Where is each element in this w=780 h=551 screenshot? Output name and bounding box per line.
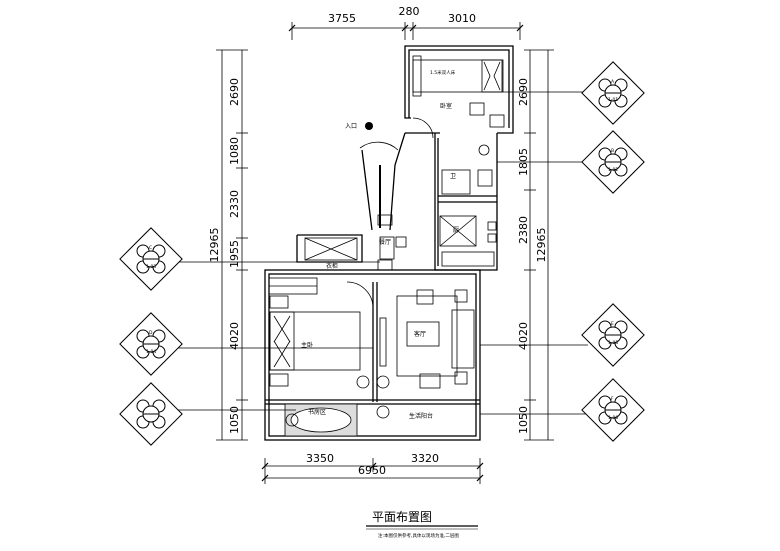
marker-label-b: B (611, 148, 614, 154)
dim-right-total: 12965 (535, 228, 548, 263)
dim-right-5: 1050 (517, 406, 530, 434)
drawing-subtitle: 注:本图仅供参考,具体以现场为准,二层图 (378, 532, 459, 539)
label-bed-top: 1.5米双人床 (430, 69, 456, 76)
marker-label-c: C (149, 245, 152, 251)
dim-left-6: 1050 (228, 406, 241, 434)
dim-right-4: 4020 (517, 322, 530, 350)
label-bedroom-main: 主卧 (301, 341, 313, 349)
dimension-ticks (261, 24, 524, 482)
marker-sub-d: 1-04 (146, 349, 156, 355)
elevation-marker-icon (581, 61, 645, 125)
entrance-arrow-icon (365, 122, 373, 130)
marker-sub-b: 1-02 (608, 167, 618, 173)
label-entrance: 入口 (345, 123, 357, 130)
elevation-marker-icon (581, 130, 645, 194)
dim-left-4: 1955 (228, 240, 241, 268)
dim-left-3: 2330 (228, 190, 241, 218)
dim-bottom-2: 3320 (411, 452, 439, 465)
elevation-marker-icon (581, 303, 645, 367)
label-bedroom-top: 卧室 (440, 102, 452, 110)
elevation-leader-lines (175, 91, 588, 415)
elevation-marker-icon (119, 312, 183, 376)
marker-label-e: E (611, 321, 614, 327)
label-storage: 衣柜 (326, 262, 338, 270)
dim-right-3: 2380 (517, 216, 530, 244)
dim-top-3: 3010 (448, 12, 476, 25)
label-dining: 餐厅 (379, 238, 391, 246)
furniture (268, 55, 505, 437)
dim-top-2: 280 (399, 5, 420, 18)
marker-label-a: A (611, 79, 615, 85)
label-kitchen: 厨 (453, 227, 459, 234)
elevation-marker-icon (119, 227, 183, 291)
marker-sub-e: 1-05 (608, 340, 618, 346)
dim-left-2: 1080 (228, 137, 241, 165)
walls (264, 45, 514, 441)
elevation-marker-icon (119, 382, 183, 446)
label-living: 客厅 (414, 330, 426, 338)
dim-left-total: 12965 (208, 228, 221, 263)
marker-label-d: D (149, 330, 153, 336)
elevation-marker-icon (581, 378, 645, 442)
marker-sub-f: 1-06 (608, 415, 618, 421)
dim-bottom-1: 3350 (306, 452, 334, 465)
label-bath: 卫 (450, 173, 456, 180)
dim-left-1: 2690 (228, 78, 241, 106)
label-balcony: 生活阳台 (409, 412, 433, 420)
dim-left-5: 4020 (228, 322, 241, 350)
marker-sub-c: 1-03 (146, 264, 156, 270)
marker-label-f: F (611, 396, 614, 402)
dim-bottom-total: 6950 (358, 464, 386, 477)
label-study: 书房区 (308, 408, 326, 416)
drawing-title: 平面布置图 (372, 510, 432, 524)
dim-top-1: 3755 (328, 12, 356, 25)
marker-sub-a: 1-01 (608, 97, 618, 103)
